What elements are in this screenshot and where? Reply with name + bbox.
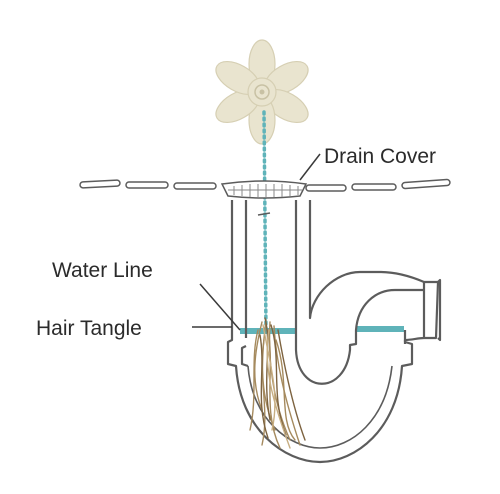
sink-surface [79, 178, 451, 192]
water-line-leader [199, 283, 241, 331]
drain-cover-callout: Drain Cover [299, 145, 436, 181]
flower-stopper [215, 39, 309, 145]
hair-tangle-callout: Hair Tangle [36, 317, 232, 340]
p-trap-pipe [226, 200, 442, 464]
drain-cover-leader [299, 153, 321, 181]
water-line-callout: Water Line [52, 259, 241, 331]
drain-cover-label: Drain Cover [324, 145, 436, 168]
hair-tangle [249, 317, 306, 449]
drain-cover [220, 180, 308, 199]
chain-hook [257, 212, 271, 216]
hair-tangle-label: Hair Tangle [36, 317, 142, 340]
stopper-chain [262, 110, 268, 332]
water-line-label: Water Line [52, 259, 153, 282]
